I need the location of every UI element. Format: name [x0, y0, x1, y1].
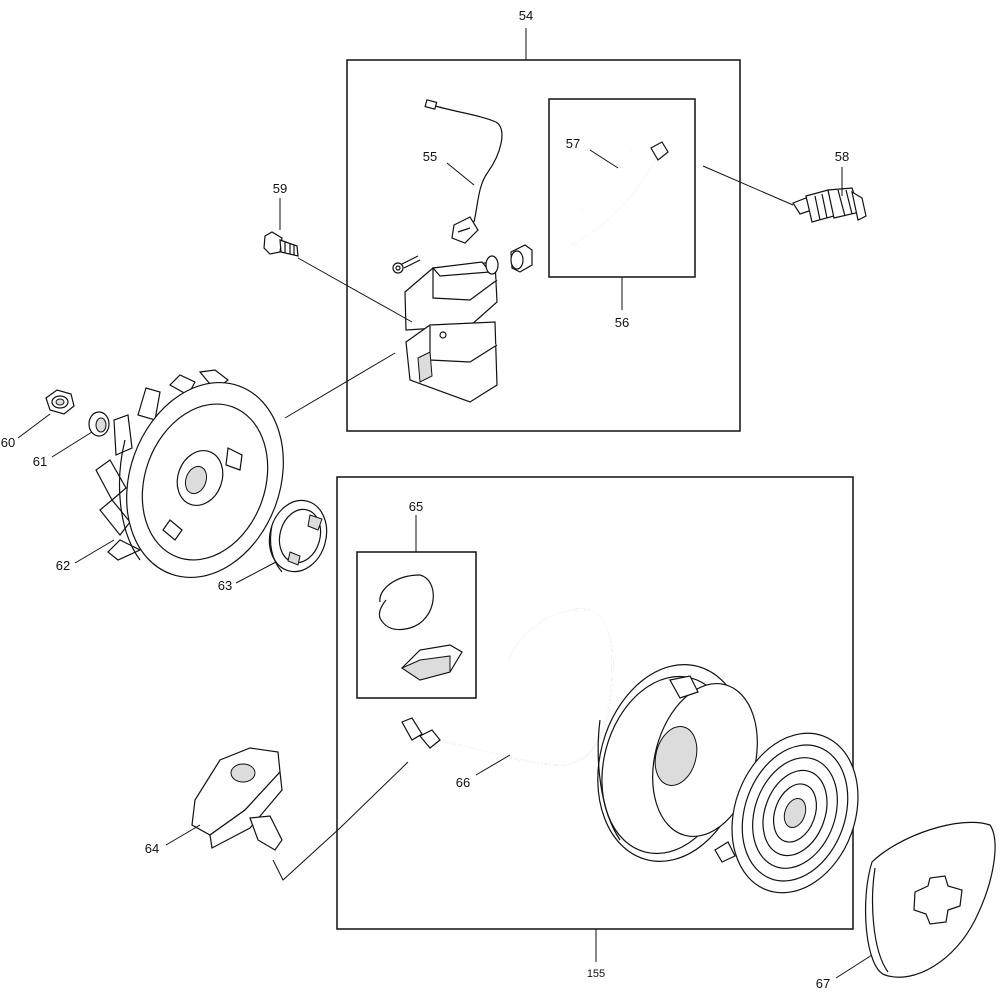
label-58: 58: [835, 149, 849, 164]
label-56: 56: [615, 315, 629, 330]
ignition-coil-part: [392, 255, 499, 403]
ratchet-part: [268, 499, 328, 573]
starter-handle-part: [191, 747, 283, 851]
flywheel-part: [95, 369, 284, 579]
washer-part: [88, 411, 110, 437]
spark-plug-part: [792, 187, 867, 223]
high-tension-cord-part: [571, 141, 669, 246]
plate-part: [864, 821, 996, 978]
label-61: 61: [33, 454, 47, 469]
label-64: 64: [145, 841, 159, 856]
rubber-cap-part: [510, 244, 533, 273]
spring-clip-part: [378, 574, 434, 631]
label-59: 59: [273, 181, 287, 196]
leader-lines: [17, 28, 873, 979]
ground-wire-part: [424, 99, 503, 244]
label-67: 67: [816, 976, 830, 991]
label-66: 66: [456, 775, 470, 790]
recoil-spring-part: [714, 732, 859, 894]
recoil-starter-group-box: [336, 476, 854, 930]
spark-wire-subgroup-box: [548, 98, 696, 278]
ignition-group-box: [346, 59, 741, 432]
label-54: 54: [519, 8, 533, 23]
label-65: 65: [409, 499, 423, 514]
nut-part: [45, 389, 75, 415]
label-60: 60: [1, 435, 15, 450]
label-155: 155: [587, 968, 605, 980]
label-62: 62: [56, 558, 70, 573]
label-57: 57: [566, 136, 580, 151]
tube-part: [581, 148, 632, 212]
starter-pulley-part: [597, 664, 758, 862]
label-63: 63: [218, 578, 232, 593]
bolt-part: [263, 231, 299, 257]
starter-rope-part: [401, 608, 614, 766]
pawl-part: [400, 644, 463, 681]
label-55: 55: [423, 149, 437, 164]
